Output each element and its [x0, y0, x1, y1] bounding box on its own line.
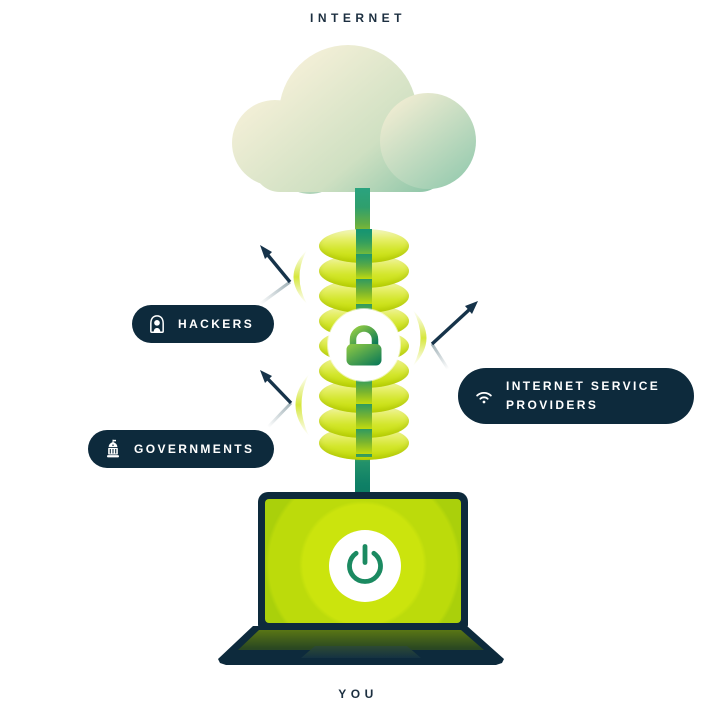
tunnel-stem-bottom: [355, 450, 370, 498]
padlock-icon: [346, 325, 382, 366]
wifi-icon: [476, 391, 492, 404]
power-icon: [347, 544, 383, 584]
deflected-arrow-lower-left: [260, 370, 309, 436]
arrowhead: [260, 245, 272, 259]
governments-badge: GOVERNMENTS: [88, 430, 275, 468]
hacker-icon: [150, 315, 164, 333]
internet-label: INTERNET: [310, 11, 406, 25]
you-label: YOU: [338, 687, 378, 701]
laptop-keyboard-deck: [238, 630, 484, 650]
hackers-label: HACKERS: [178, 317, 255, 331]
arrowhead: [465, 301, 478, 314]
shield-crescent: [295, 374, 309, 436]
internet-cloud-illustration: [232, 45, 476, 194]
lock-badge: [328, 309, 400, 381]
shield-crescent: [413, 310, 427, 366]
cloud-lobe-right: [380, 93, 476, 189]
tunnel-stem-top: [355, 188, 370, 236]
government-building-icon: [107, 439, 119, 458]
hackers-badge: HACKERS: [132, 305, 275, 343]
deflected-arrow-upper-left: [259, 245, 307, 306]
isp-badge: INTERNET SERVICE PROVIDERS: [458, 368, 694, 424]
isp-label: INTERNET SERVICE PROVIDERS: [506, 379, 661, 412]
laptop-base: [218, 626, 504, 665]
shield-crescent: [293, 250, 307, 304]
governments-label: GOVERNMENTS: [134, 442, 255, 456]
arrowhead: [260, 370, 272, 383]
deflected-arrow-right: [413, 301, 478, 370]
power-button: [329, 530, 401, 602]
laptop-touchpad: [301, 646, 421, 658]
